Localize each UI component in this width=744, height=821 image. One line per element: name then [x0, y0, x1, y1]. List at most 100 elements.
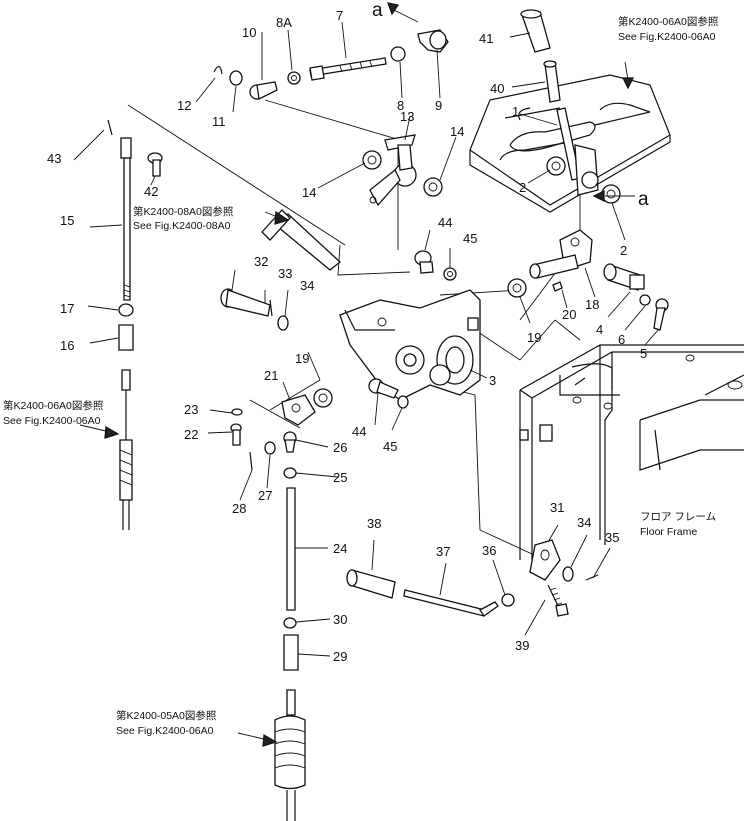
- part-43-cotter: [107, 119, 113, 136]
- label-33: 33: [278, 266, 292, 281]
- leader-lines: [73, 21, 659, 657]
- part-29-coupling: [283, 634, 299, 671]
- label-28: 28: [232, 501, 246, 516]
- ref-note-3-jp: 第K2400-06A0図参照: [3, 399, 104, 412]
- part-42-pin: [147, 152, 163, 177]
- label-13: 13: [400, 109, 414, 124]
- ref-note-1-jp: 第K2400-06A0図参照: [618, 15, 719, 28]
- label-2b: 2: [620, 243, 627, 258]
- part-20-key: [552, 281, 563, 292]
- label-2a: 2: [519, 180, 526, 195]
- label-37: 37: [436, 544, 450, 559]
- bracket-3: [339, 289, 481, 401]
- label-45b: 45: [383, 439, 397, 454]
- part-14-bushing-b: [423, 177, 443, 197]
- part-18-yoke: [529, 229, 593, 279]
- part-24-rod: [286, 487, 296, 611]
- part-2-bushing-b: [601, 184, 621, 204]
- label-1: 1: [512, 104, 519, 119]
- part-9-rod-end: [417, 29, 449, 53]
- label-41: 41: [479, 31, 493, 46]
- part-44-bolt-a: [414, 250, 434, 274]
- part-25-nut: [283, 467, 297, 479]
- ref-note-2-en: See Fig.K2400-08A0: [133, 220, 231, 232]
- part-34-washer: [277, 315, 289, 331]
- label-34b: 34: [577, 515, 591, 530]
- cable-bottom: [274, 689, 306, 821]
- part-16-coupling: [118, 324, 134, 351]
- part-35-cotter: [585, 574, 599, 581]
- part-40-pin: [544, 61, 561, 103]
- part-31-lever: [529, 539, 561, 581]
- part-13-lever: [369, 134, 417, 207]
- part-17-nut: [118, 303, 134, 317]
- label-40: 40: [490, 81, 504, 96]
- label-35: 35: [605, 530, 619, 545]
- part-2-bushing-a: [546, 156, 566, 176]
- part-34-washer-b: [562, 566, 574, 582]
- part-28-cotter: [249, 451, 253, 471]
- label-22: 22: [184, 427, 198, 442]
- label-21: 21: [264, 368, 278, 383]
- link-lines: [127, 99, 581, 561]
- label-39: 39: [515, 638, 529, 653]
- reference-notes: 第K2400-06A0図参照 See Fig.K2400-06A0 第K2400…: [3, 15, 719, 737]
- label-38: 38: [367, 516, 381, 531]
- label-44a: 44: [438, 215, 452, 230]
- shaft-08a0: [261, 209, 341, 271]
- part-7-bolt: [309, 57, 387, 81]
- part-19-bushing-b: [313, 388, 333, 408]
- label-9: 9: [435, 98, 442, 113]
- part-10-pin: [249, 81, 278, 100]
- part-33-pin: [269, 299, 273, 317]
- label-29: 29: [333, 649, 347, 664]
- label-26: 26: [333, 440, 347, 455]
- reference-arrows: [79, 2, 635, 747]
- ref-note-3-en: See Fig.K2400-06A0: [3, 415, 101, 427]
- label-3: 3: [489, 373, 496, 388]
- part-6-washer: [639, 294, 651, 306]
- label-11: 11: [212, 114, 226, 129]
- label-4: 4: [596, 322, 603, 337]
- part-5-bolt: [653, 298, 669, 331]
- label-25: 25: [333, 470, 347, 485]
- label-32: 32: [254, 254, 268, 269]
- label-23: 23: [184, 402, 198, 417]
- cover-plate: [469, 74, 671, 213]
- label-24: 24: [333, 541, 347, 556]
- label-18: 18: [585, 297, 599, 312]
- label-15: 15: [60, 213, 74, 228]
- label-27: 27: [258, 488, 272, 503]
- label-44b: 44: [352, 424, 366, 439]
- label-14a: 14: [302, 185, 316, 200]
- label-19b: 19: [295, 351, 309, 366]
- ref-note-2-jp: 第K2400-08A0図参照: [133, 205, 234, 218]
- part-4-pin: [603, 263, 645, 291]
- label-12: 12: [177, 98, 191, 113]
- part-12-cotter: [213, 65, 223, 75]
- floor-frame-en: Floor Frame: [640, 526, 697, 538]
- view-marker-a-right: a: [638, 189, 649, 210]
- label-6: 6: [618, 332, 625, 347]
- label-7: 7: [336, 8, 343, 23]
- part-23-washer: [231, 408, 243, 416]
- part-37-rod: [403, 589, 499, 617]
- part-21-clevis: [281, 394, 316, 426]
- part-labels: 1 2 2 3 4 5 6 7 8 8A 9 10 12 11 13 14 14…: [47, 0, 649, 664]
- ref-note-4-en: See Fig.K2400-06A0: [116, 725, 214, 737]
- part-1-lever: [556, 107, 599, 196]
- part-15-rod: [120, 137, 132, 301]
- part-14-bushing-a: [362, 150, 382, 170]
- part-39-spring: [547, 584, 569, 617]
- label-30: 30: [333, 612, 347, 627]
- part-22-bolt: [230, 423, 242, 446]
- ref-note-1-en: See Fig.K2400-06A0: [618, 31, 716, 43]
- ref-note-4-jp: 第K2400-05A0図参照: [116, 709, 217, 722]
- part-41-knob: [520, 9, 551, 53]
- part-38-knob: [346, 569, 396, 599]
- part-36-nut: [501, 593, 515, 607]
- label-34a: 34: [300, 278, 314, 293]
- part-8-nut: [390, 46, 406, 62]
- label-20: 20: [562, 307, 576, 322]
